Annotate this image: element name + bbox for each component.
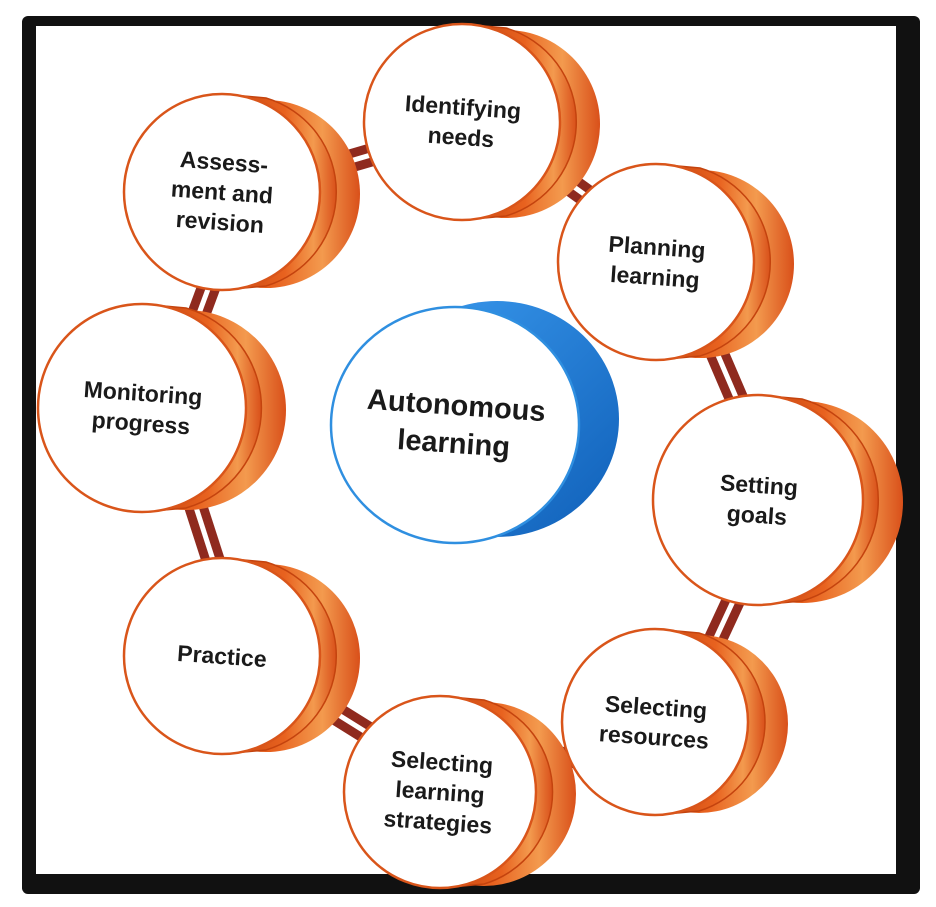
- node-practice: Practice: [122, 556, 360, 756]
- node-label: learning: [609, 261, 700, 293]
- node-label: Practice: [176, 640, 267, 672]
- node-label: revision: [175, 206, 265, 238]
- node-label: Assess-: [179, 146, 269, 178]
- node-group: IdentifyingneedsPlanninglearningSettingg…: [36, 22, 903, 890]
- node-face: [560, 627, 750, 817]
- node-label: needs: [427, 122, 495, 153]
- node-label: Setting: [719, 469, 799, 500]
- node-face: [651, 393, 865, 607]
- node-label: learning: [394, 776, 485, 808]
- node-label: goals: [726, 500, 788, 530]
- center-face: [329, 305, 581, 545]
- node-face: [342, 694, 538, 890]
- node-face: [36, 302, 248, 514]
- node-face: [362, 22, 562, 222]
- center-label: learning: [396, 424, 511, 464]
- node-face: [122, 92, 322, 292]
- node-face: [556, 162, 756, 362]
- node-face: [122, 556, 322, 756]
